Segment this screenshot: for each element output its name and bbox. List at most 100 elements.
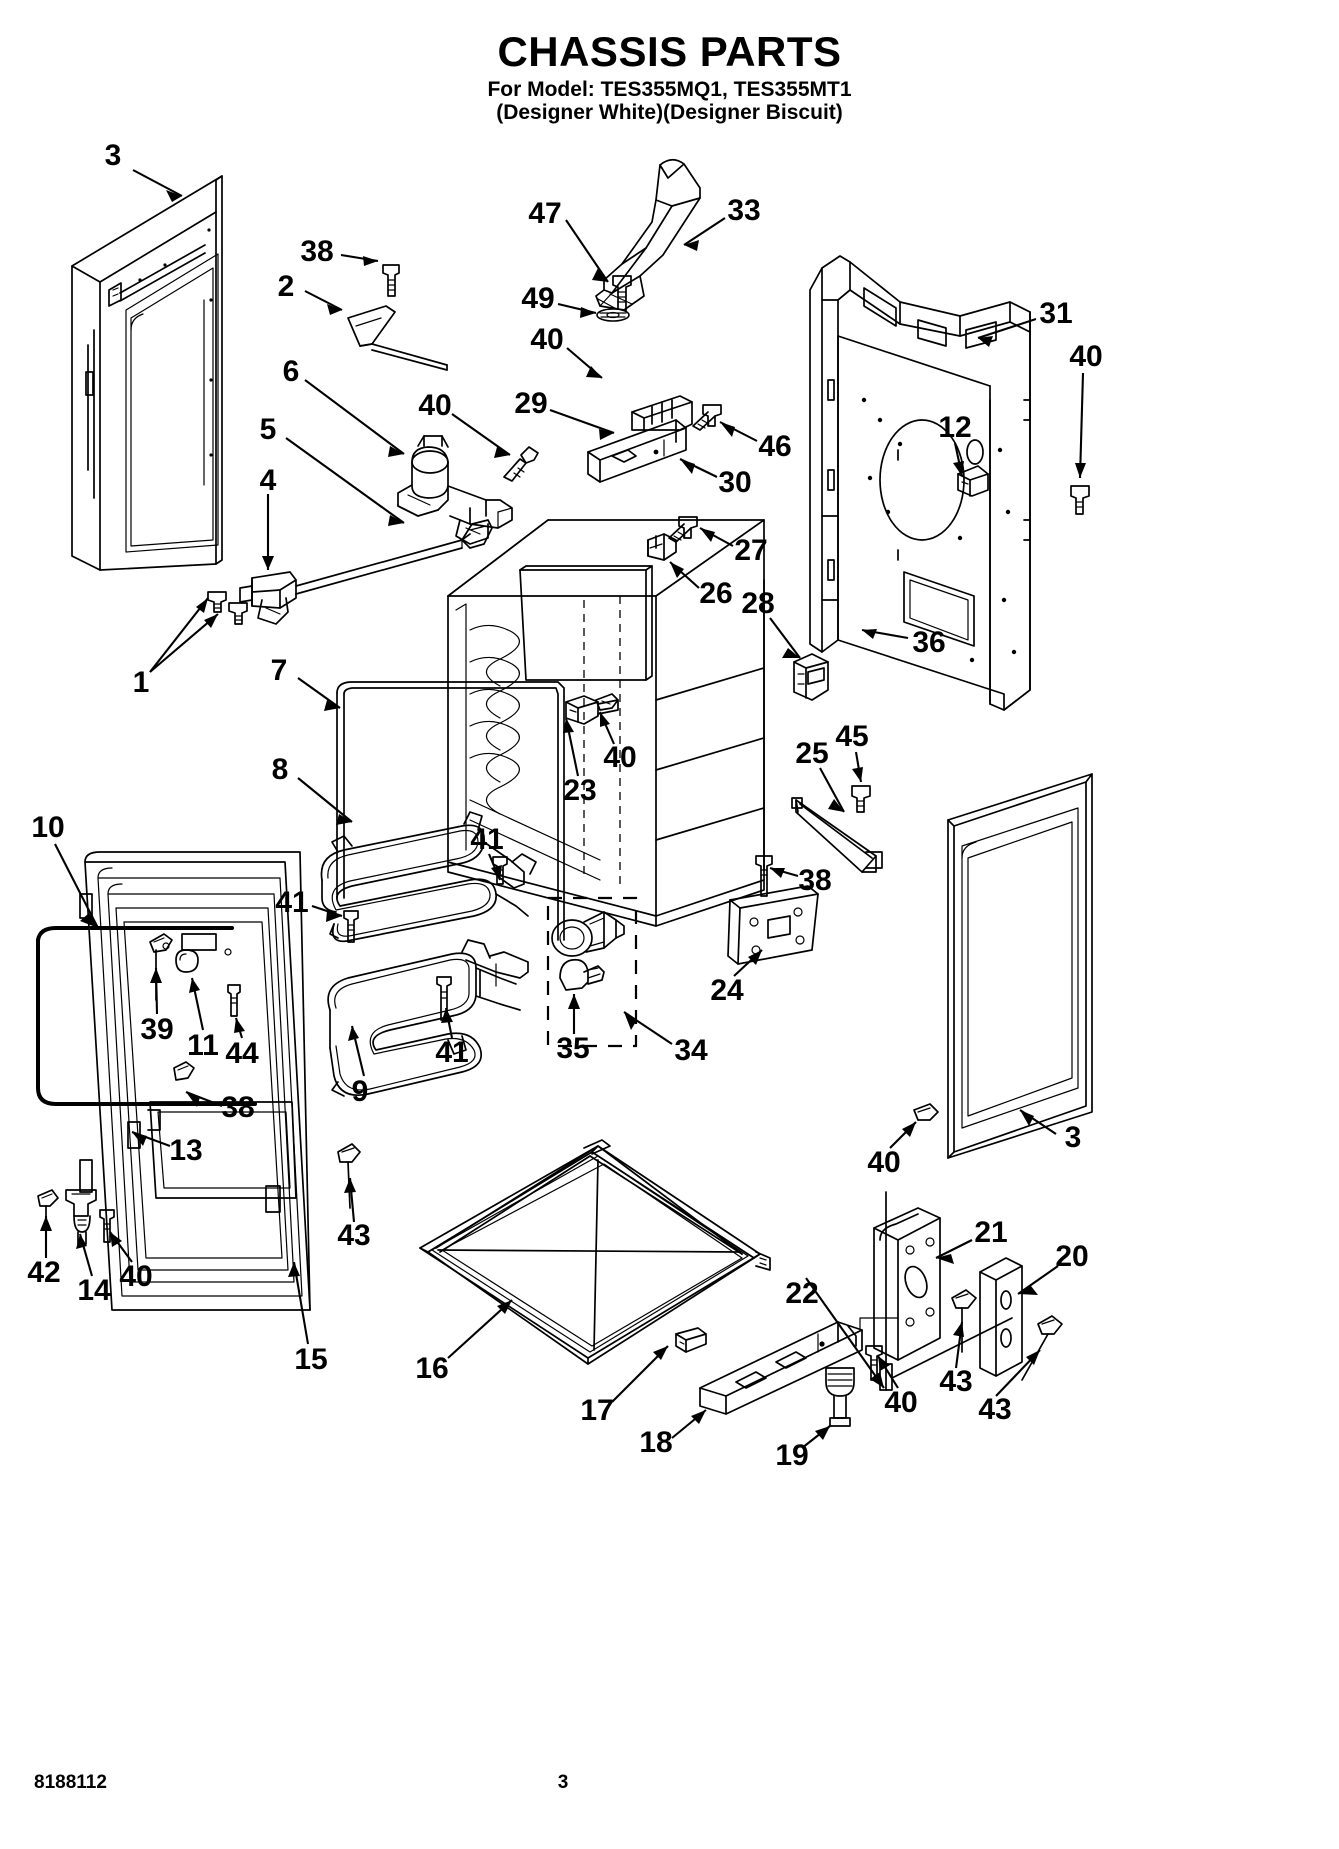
part-13-15-inner-door-panel [79,851,311,1311]
callout-number-41: 41 [435,1036,469,1069]
callout-number-38: 38 [300,235,334,268]
part-40-screw-sidepanel [913,1103,939,1121]
part-23-bracket [565,695,619,725]
callout-number-21: 21 [974,1216,1008,1249]
part-14-leveler-leg [65,1189,97,1245]
part-6-thermostat-assembly [397,435,513,545]
part-41-screw-c [436,976,452,1021]
callout-number-9: 9 [351,1075,369,1108]
callout-number-43: 43 [337,1219,371,1252]
part-40-screw-near-6 [503,446,539,482]
callout-number-40: 40 [603,741,637,774]
part-2-bracket [347,305,448,371]
part-40-screw-rear [1070,485,1090,515]
part-19-leveling-foot [825,1367,855,1427]
callout-number-14: 14 [77,1274,111,1307]
callout-number-43: 43 [978,1393,1012,1426]
part-43-screw-r2 [1021,1315,1063,1381]
callout-number-40: 40 [530,323,564,356]
callout-number-47: 47 [528,197,562,230]
color-line: (Designer White)(Designer Biscuit) [496,101,843,124]
part-34-lamp-assembly-group [546,896,638,1048]
callout-number-22: 22 [785,1277,819,1310]
part-24-mount-plate [727,885,819,965]
callout-number-29: 29 [514,387,548,420]
callout-number-41: 41 [470,823,504,856]
part-45-screw [851,785,871,813]
callout-number-16: 16 [415,1352,449,1385]
callout-number-40: 40 [1069,340,1103,373]
callout-number-23: 23 [563,774,597,807]
callout-number-27: 27 [734,534,768,567]
callout-number-46: 46 [758,430,792,463]
callout-number-38: 38 [798,864,832,897]
callout-number-11: 11 [187,1029,219,1062]
part-29-clip-set [631,395,693,431]
part-12-grommet [957,439,989,497]
callout-number-3: 3 [104,139,122,172]
part-38-screw-door [147,1061,195,1131]
part-41-screw-a [343,910,359,943]
callout-number-1: 1 [132,666,150,699]
part-26-clip [647,533,677,561]
part-17-clip [675,1327,707,1353]
callout-number-39: 39 [140,1013,174,1046]
part-33-hinge-arm [595,158,701,313]
callout-number-40: 40 [418,389,452,422]
callout-number-19: 19 [775,1439,809,1472]
callout-number-41: 41 [275,886,309,919]
callout-number-49: 49 [521,282,555,315]
callout-number-5: 5 [259,413,277,446]
part-16-bottom-panel [419,1139,771,1365]
callout-number-6: 6 [282,355,300,388]
callout-number-40: 40 [119,1260,153,1293]
callout-number-15: 15 [294,1343,328,1376]
part-20-side-plate [979,1257,1023,1377]
footer-page-number: 3 [557,1772,569,1793]
page-title: CHASSIS PARTS [497,28,842,75]
part-43-screw-door [337,1143,361,1209]
part-28-bracket [793,653,829,701]
part-38-screw-mount [755,855,773,897]
callout-number-18: 18 [639,1426,673,1459]
part-39-screw [149,933,173,1001]
part-8-bake-element-upper [320,811,537,943]
leader-lines [40,169,1086,1449]
part-44-screw [227,984,241,1017]
part-21-hinge-bracket [873,1207,941,1361]
part-10-door-gasket [36,926,257,1106]
callout-number-4: 4 [259,464,277,497]
part-40-screw-bottomleft [99,1209,115,1243]
callout-number-17: 17 [580,1394,614,1427]
part-40-screw-cavity [595,693,619,711]
part-25-brace [791,797,883,873]
part-4-5-bracket-assembly [207,519,493,625]
callout-number-3: 3 [1064,1121,1082,1154]
part-31-rear-panel [809,255,1031,711]
callout-number-28: 28 [741,587,775,620]
part-42-screw [37,1189,59,1241]
part-3-left-door-frame [71,175,223,571]
callout-number-2: 2 [277,270,295,303]
callout-number-25: 25 [795,737,829,770]
callout-number-31: 31 [1039,297,1073,330]
callout-number-38: 38 [221,1091,255,1124]
callout-number-24: 24 [710,974,744,1007]
callout-number-33: 33 [727,194,761,227]
callout-number-13: 13 [169,1134,203,1167]
callout-number-44: 44 [225,1037,259,1070]
part-35-bulb [559,958,605,991]
callout-number-43: 43 [939,1365,973,1398]
callout-number-7: 7 [270,654,288,687]
callout-number-8: 8 [271,753,289,786]
callout-number-10: 10 [31,811,65,844]
part-38-screw-top [382,264,400,297]
callout-number-34: 34 [674,1034,708,1067]
callout-number-26: 26 [699,577,733,610]
part-49-washer [596,308,630,322]
callout-number-40: 40 [867,1146,901,1179]
model-line: For Model: TES355MQ1, TES355MT1 [487,78,852,101]
part-9-bake-element-lower [327,939,529,1097]
callout-number-12: 12 [938,411,972,444]
